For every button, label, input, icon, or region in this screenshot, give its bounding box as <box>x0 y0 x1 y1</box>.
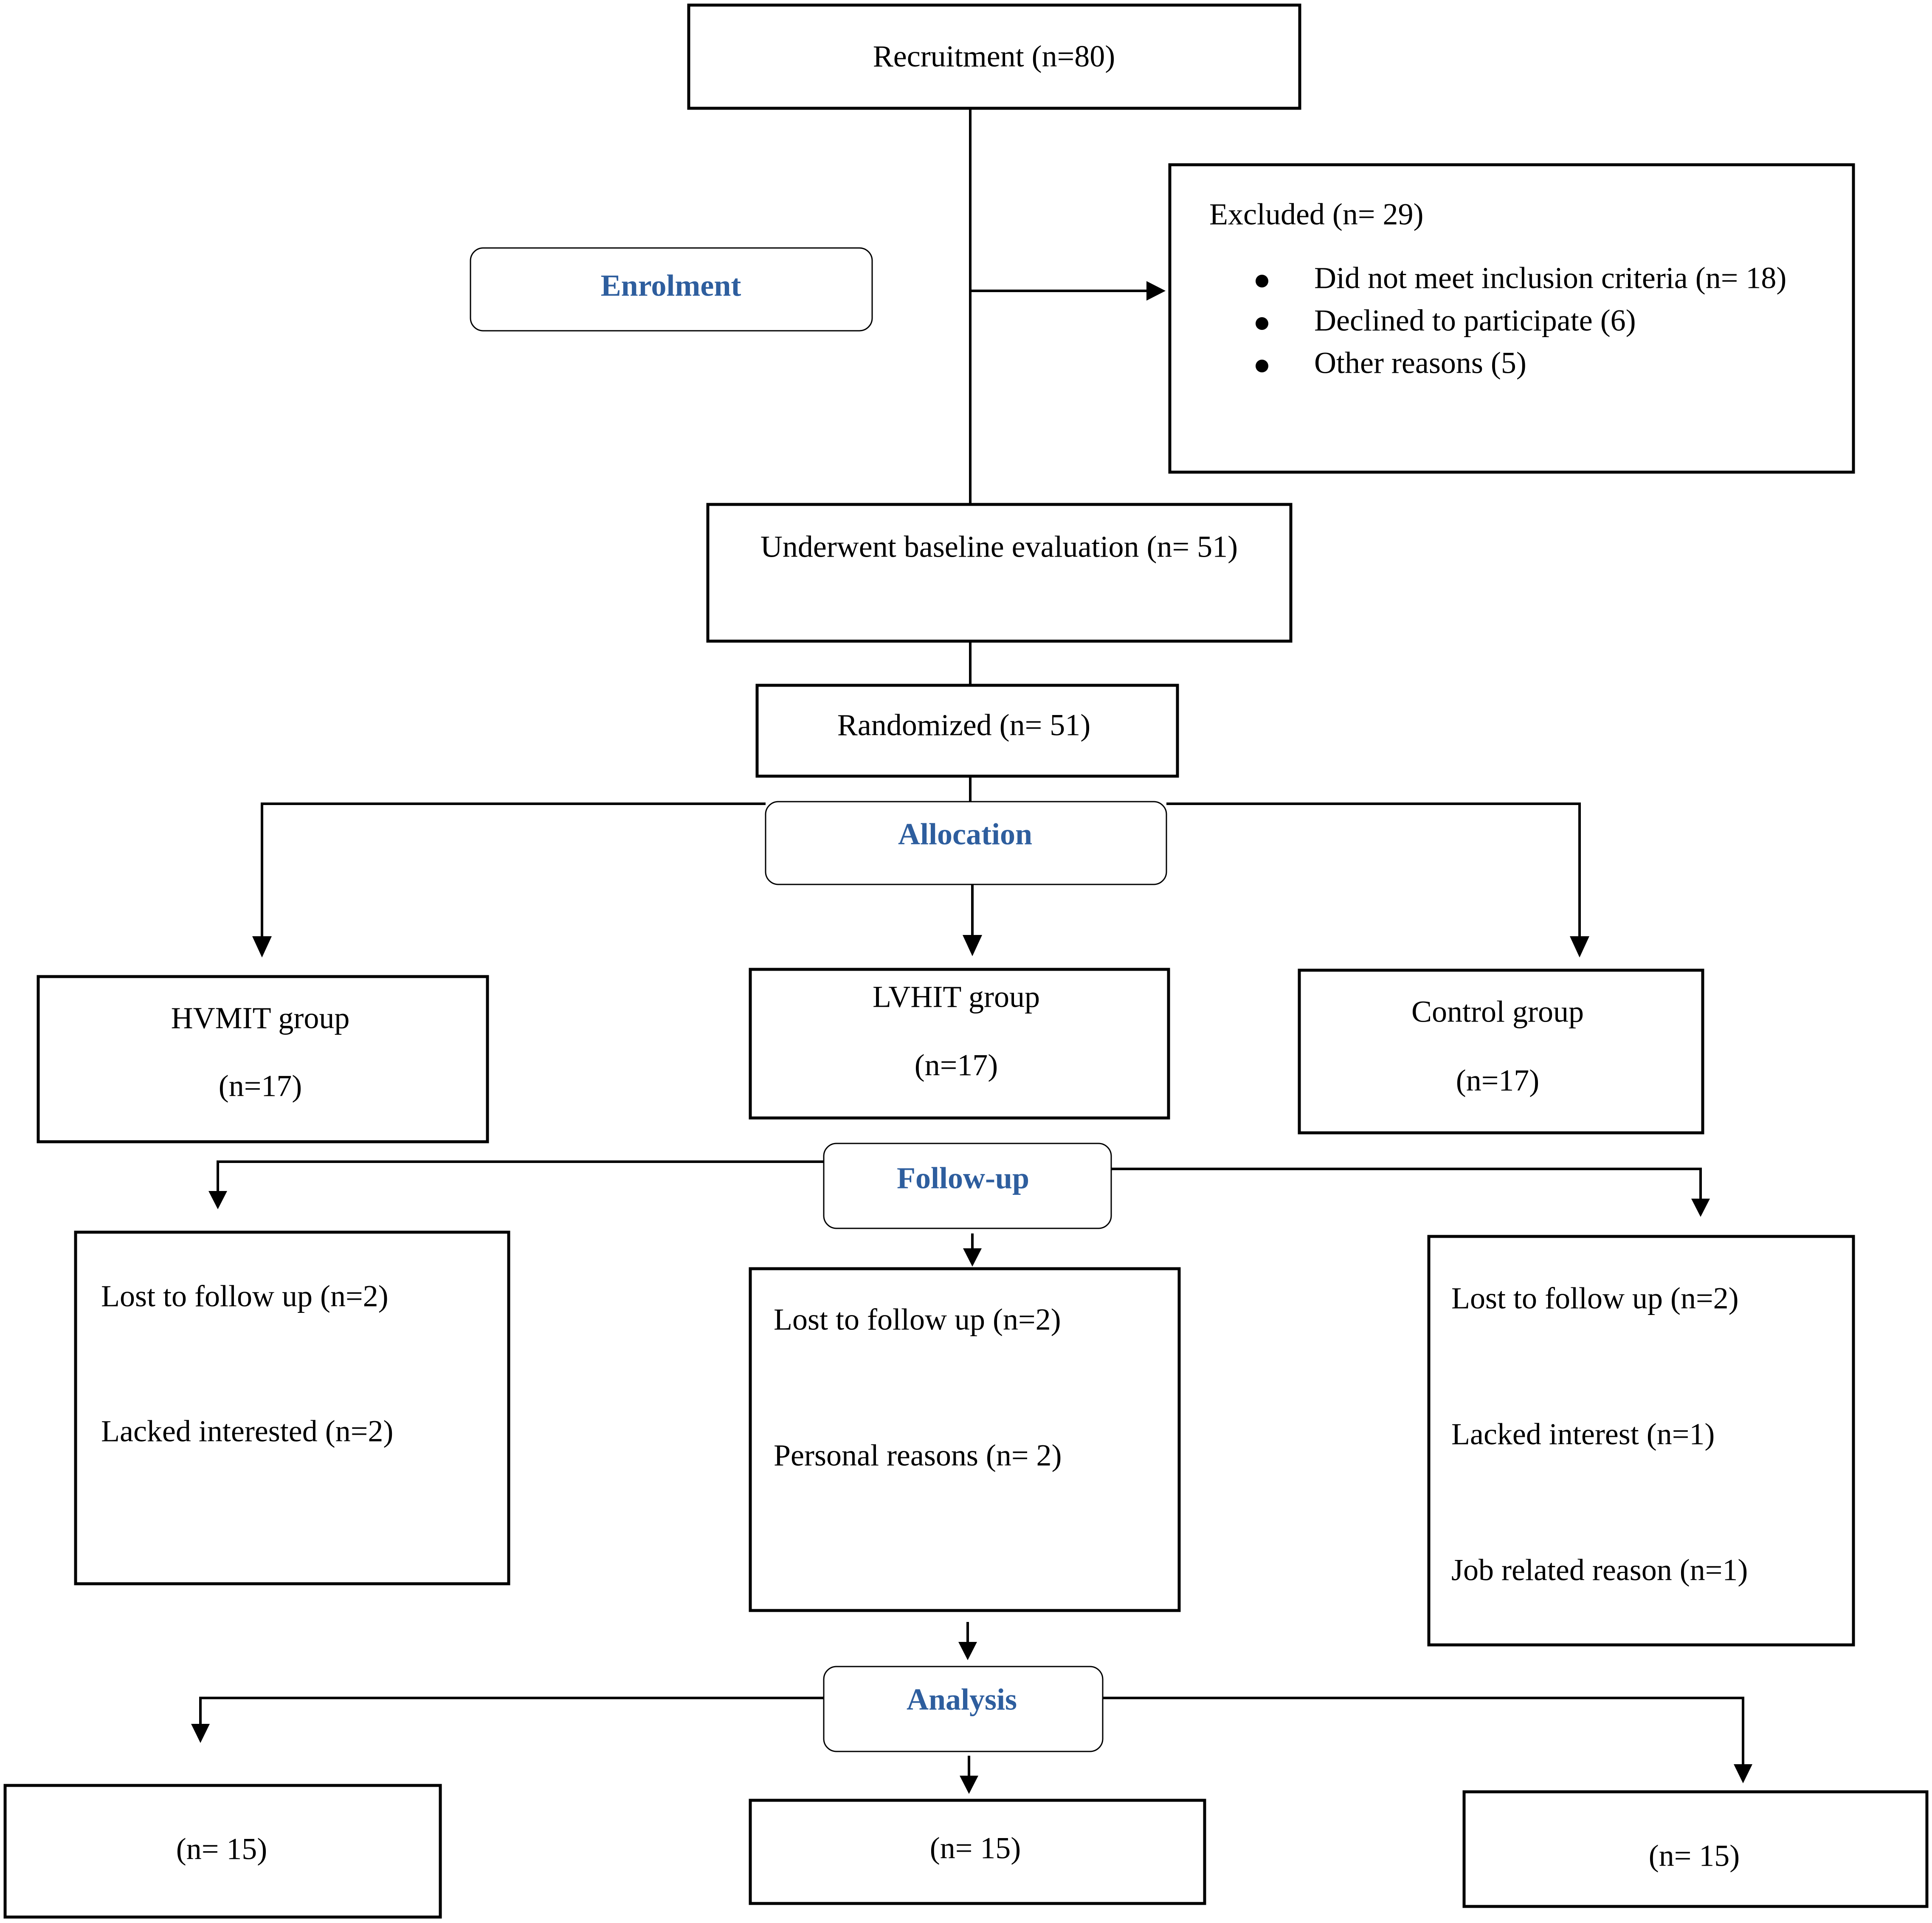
arrowhead-followup-left <box>208 1191 227 1209</box>
connector-allocation-right <box>1166 802 1581 940</box>
excluded-item-2: Declined to participate (6) <box>1314 304 1636 338</box>
stage-analysis-label: Analysis <box>907 1683 1017 1717</box>
arrowhead-group-lvhit <box>963 935 982 956</box>
group-name-hvmit: HVMIT group <box>171 1001 350 1035</box>
followup-lvhit-line-1: Lost to follow up (n=2) <box>774 1303 1061 1337</box>
followup-control-line-2: Lacked interest (n=1) <box>1451 1417 1715 1451</box>
group-name-control: Control group <box>1411 995 1584 1029</box>
connector-followup-right <box>1111 1168 1702 1199</box>
group-box-hvmit <box>37 975 489 1143</box>
stage-enrolment-box <box>470 247 873 332</box>
baseline-box <box>706 503 1293 643</box>
analysis-n-control: (n= 15) <box>1649 1839 1740 1873</box>
stage-enrolment-label: Enrolment <box>601 269 741 303</box>
group-n-lvhit: (n=17) <box>915 1048 998 1082</box>
followup-hvmit-line-2: Lacked interested (n=2) <box>101 1414 393 1448</box>
arrowhead-group-control <box>1570 936 1589 957</box>
stage-allocation-box <box>765 801 1167 885</box>
arrowhead-group-hvmit <box>252 936 272 957</box>
bullet-1 <box>1256 275 1268 287</box>
bullet-3 <box>1256 360 1268 372</box>
group-box-lvhit <box>749 968 1170 1120</box>
recruitment-label: Recruitment (n=80) <box>873 39 1115 73</box>
followup-control-line-3: Job related reason (n=1) <box>1451 1553 1748 1587</box>
connector-followup-left <box>217 1160 824 1193</box>
analysis-box-lvhit <box>749 1799 1206 1905</box>
stage-followup-label: Follow-up <box>897 1161 1029 1195</box>
connector-analysis-right <box>1103 1697 1744 1764</box>
stage-allocation-label: Allocation <box>898 817 1032 851</box>
arrowhead-analysis-middle <box>960 1776 978 1794</box>
followup-box-lvhit <box>749 1267 1181 1612</box>
excluded-item-1: Did not meet inclusion criteria (n= 18) <box>1314 261 1786 295</box>
arrowhead-analysis-left <box>191 1724 210 1743</box>
analysis-n-lvhit: (n= 15) <box>930 1831 1021 1865</box>
bullet-2 <box>1256 317 1268 330</box>
stage-followup-box <box>823 1143 1112 1229</box>
followup-box-hvmit <box>74 1230 510 1585</box>
excluded-item-3: Other reasons (5) <box>1314 346 1526 380</box>
connector-analysis-left <box>199 1697 824 1724</box>
excluded-box <box>1168 163 1855 474</box>
arrowhead-analysis-right <box>1734 1764 1752 1783</box>
analysis-box-control <box>1462 1790 1929 1908</box>
connector-allocation-left <box>261 802 766 940</box>
connectors <box>191 108 1752 1794</box>
group-name-lvhit: LVHIT group <box>873 980 1040 1014</box>
followup-hvmit-line-1: Lost to follow up (n=2) <box>101 1279 389 1313</box>
group-n-hvmit: (n=17) <box>219 1069 302 1103</box>
followup-control-line-1: Lost to follow up (n=2) <box>1451 1281 1739 1315</box>
analysis-n-hvmit: (n= 15) <box>176 1832 268 1866</box>
followup-lvhit-line-2: Personal reasons (n= 2) <box>774 1439 1062 1473</box>
randomized-label: Randomized (n= 51) <box>837 708 1090 742</box>
group-box-control <box>1298 969 1704 1135</box>
analysis-box-hvmit <box>3 1784 442 1919</box>
followup-box-control <box>1427 1235 1855 1647</box>
arrowhead-followup-right <box>1691 1199 1710 1217</box>
randomized-box <box>755 684 1179 778</box>
group-n-control: (n=17) <box>1456 1064 1540 1098</box>
excluded-title: Excluded (n= 29) <box>1209 197 1423 231</box>
arrowhead-followup-middle <box>963 1248 982 1267</box>
arrowhead-analysis-stage <box>958 1642 977 1660</box>
stage-analysis-box <box>823 1666 1104 1752</box>
recruitment-box <box>687 3 1301 110</box>
baseline-label: Underwent baseline evaluation (n= 51) <box>760 530 1238 564</box>
arrowhead-excluded <box>1146 281 1166 301</box>
